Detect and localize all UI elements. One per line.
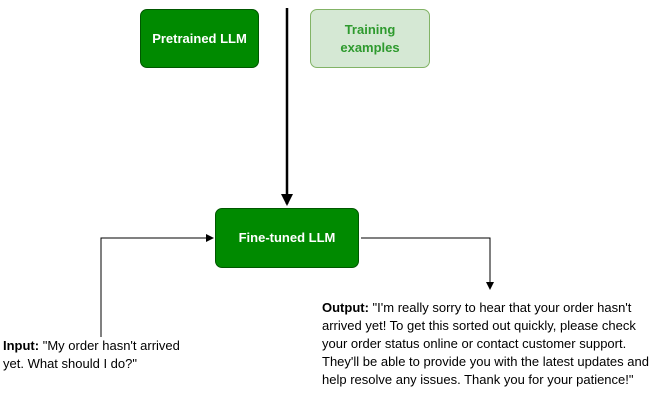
output-text-block: Output: "I'm really sorry to hear that y…	[322, 299, 660, 389]
fine-tuned-llm-node: Fine-tuned LLM	[215, 208, 359, 268]
pretrained-llm-label: Pretrained LLM	[152, 30, 247, 46]
input-label: Input:	[3, 338, 40, 353]
output-connector-arrow	[361, 237, 494, 290]
output-label: Output:	[322, 300, 369, 315]
training-examples-node: Training examples	[310, 9, 430, 68]
training-examples-label: Training examples	[340, 21, 400, 55]
output-text: "I'm really sorry to hear that your orde…	[322, 300, 649, 387]
input-connector-arrow	[100, 234, 214, 337]
pretrained-llm-node: Pretrained LLM	[140, 9, 259, 68]
input-text: "My order hasn't arrived yet. What shoul…	[3, 338, 180, 371]
input-text-block: Input: "My order hasn't arrived yet. Wha…	[3, 337, 203, 373]
fine-tuned-llm-label: Fine-tuned LLM	[238, 230, 336, 245]
